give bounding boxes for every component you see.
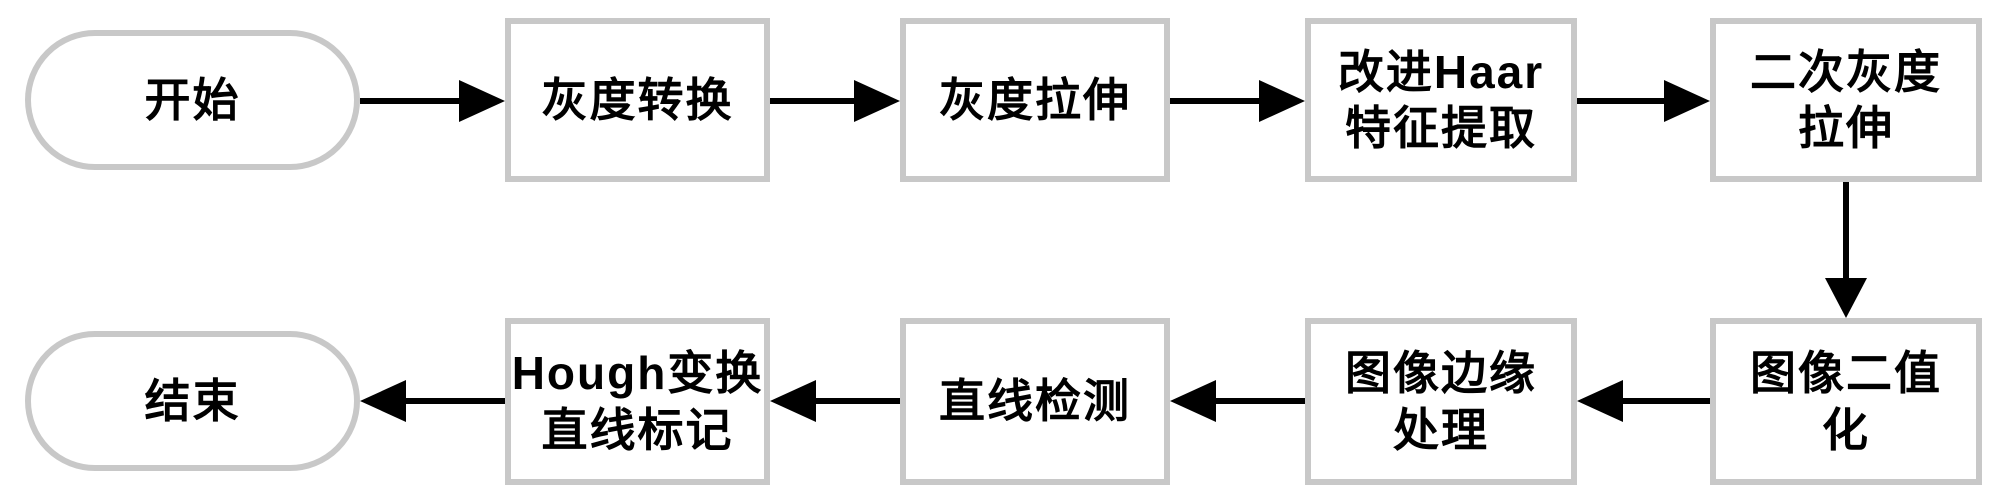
node-improved-haar-feature-extraction: 改进Haar 特征提取 [1305, 18, 1577, 182]
node-secondary-grayscale-label: 二次灰度 拉伸 [1750, 44, 1942, 156]
node-image-binarization-line1: 图像二值 [1750, 347, 1942, 400]
node-line-detection: 直线检测 [900, 318, 1170, 485]
node-grayscale-stretch: 灰度拉伸 [900, 18, 1170, 182]
arrow-grayscale-conversion-to-grayscale-stretch [770, 80, 900, 122]
arrow-image-edge-processing-to-line-detection [1170, 380, 1305, 422]
arrow-start-to-grayscale-conversion [360, 80, 505, 122]
arrow-shaft [1617, 398, 1710, 404]
node-grayscale-conversion-label: 灰度转换 [542, 72, 734, 128]
node-image-edge-processing-line2: 处理 [1393, 403, 1489, 456]
arrow-shaft [360, 98, 465, 104]
arrowhead-left-icon [1577, 380, 1623, 422]
arrow-secondary-grayscale-to-image-binarization [1825, 182, 1867, 318]
node-hough-transform-line-marking: Hough变换 直线标记 [505, 318, 770, 485]
node-image-edge-processing-line1: 图像边缘 [1345, 347, 1537, 400]
arrowhead-right-icon [1259, 80, 1305, 122]
arrow-hough-to-end [360, 380, 505, 422]
arrow-shaft [1170, 98, 1265, 104]
node-line-detection-text: 直线检测 [939, 375, 1131, 428]
node-grayscale-stretch-text: 灰度拉伸 [939, 73, 1131, 126]
node-improved-haar-line2: 特征提取 [1344, 102, 1537, 154]
arrowhead-left-icon [770, 380, 816, 422]
node-end: 结束 [25, 331, 360, 471]
arrowhead-right-icon [1664, 80, 1710, 122]
node-image-binarization-line2: 化 [1822, 403, 1870, 456]
node-grayscale-conversion: 灰度转换 [505, 18, 770, 182]
arrowhead-down-icon [1825, 278, 1867, 318]
arrow-line-detection-to-hough [770, 380, 900, 422]
node-end-text: 结束 [144, 374, 241, 427]
arrow-grayscale-stretch-to-improved-haar [1170, 80, 1305, 122]
arrow-shaft [1577, 98, 1670, 104]
arrowhead-right-icon [459, 80, 505, 122]
arrow-shaft [810, 398, 900, 404]
node-hough-line2: 直线标记 [541, 403, 734, 456]
node-end-label: 结束 [145, 373, 241, 429]
arrow-improved-haar-to-secondary-grayscale [1577, 80, 1710, 122]
node-secondary-grayscale-line2: 拉伸 [1798, 102, 1894, 154]
node-secondary-grayscale-line1: 二次灰度 [1750, 45, 1942, 98]
node-start-label: 开始 [145, 72, 241, 128]
arrow-shaft [400, 398, 505, 404]
node-improved-haar-label: 改进Haar 特征提取 [1338, 44, 1544, 156]
arrow-shaft [770, 98, 860, 104]
arrowhead-right-icon [854, 80, 900, 122]
node-image-edge-processing-label: 图像边缘 处理 [1345, 345, 1537, 457]
node-grayscale-conversion-text: 灰度转换 [541, 73, 734, 126]
node-image-edge-processing: 图像边缘 处理 [1305, 318, 1577, 485]
arrow-shaft [1210, 398, 1305, 404]
node-secondary-grayscale-stretch: 二次灰度 拉伸 [1710, 18, 1982, 182]
node-image-binarization: 图像二值 化 [1710, 318, 1982, 485]
node-start: 开始 [25, 30, 360, 170]
node-grayscale-stretch-label: 灰度拉伸 [939, 72, 1131, 128]
arrowhead-left-icon [360, 380, 406, 422]
node-image-binarization-label: 图像二值 化 [1750, 345, 1942, 457]
node-improved-haar-line1: 改进Haar [1337, 45, 1545, 98]
node-line-detection-label: 直线检测 [939, 373, 1131, 429]
arrowhead-left-icon [1170, 380, 1216, 422]
arrow-shaft [1843, 182, 1849, 282]
node-start-text: 开始 [144, 73, 241, 126]
node-hough-line1: Hough变换 [511, 347, 764, 400]
arrow-image-binarization-to-image-edge-processing [1577, 380, 1710, 422]
node-hough-label: Hough变换 直线标记 [512, 345, 764, 457]
